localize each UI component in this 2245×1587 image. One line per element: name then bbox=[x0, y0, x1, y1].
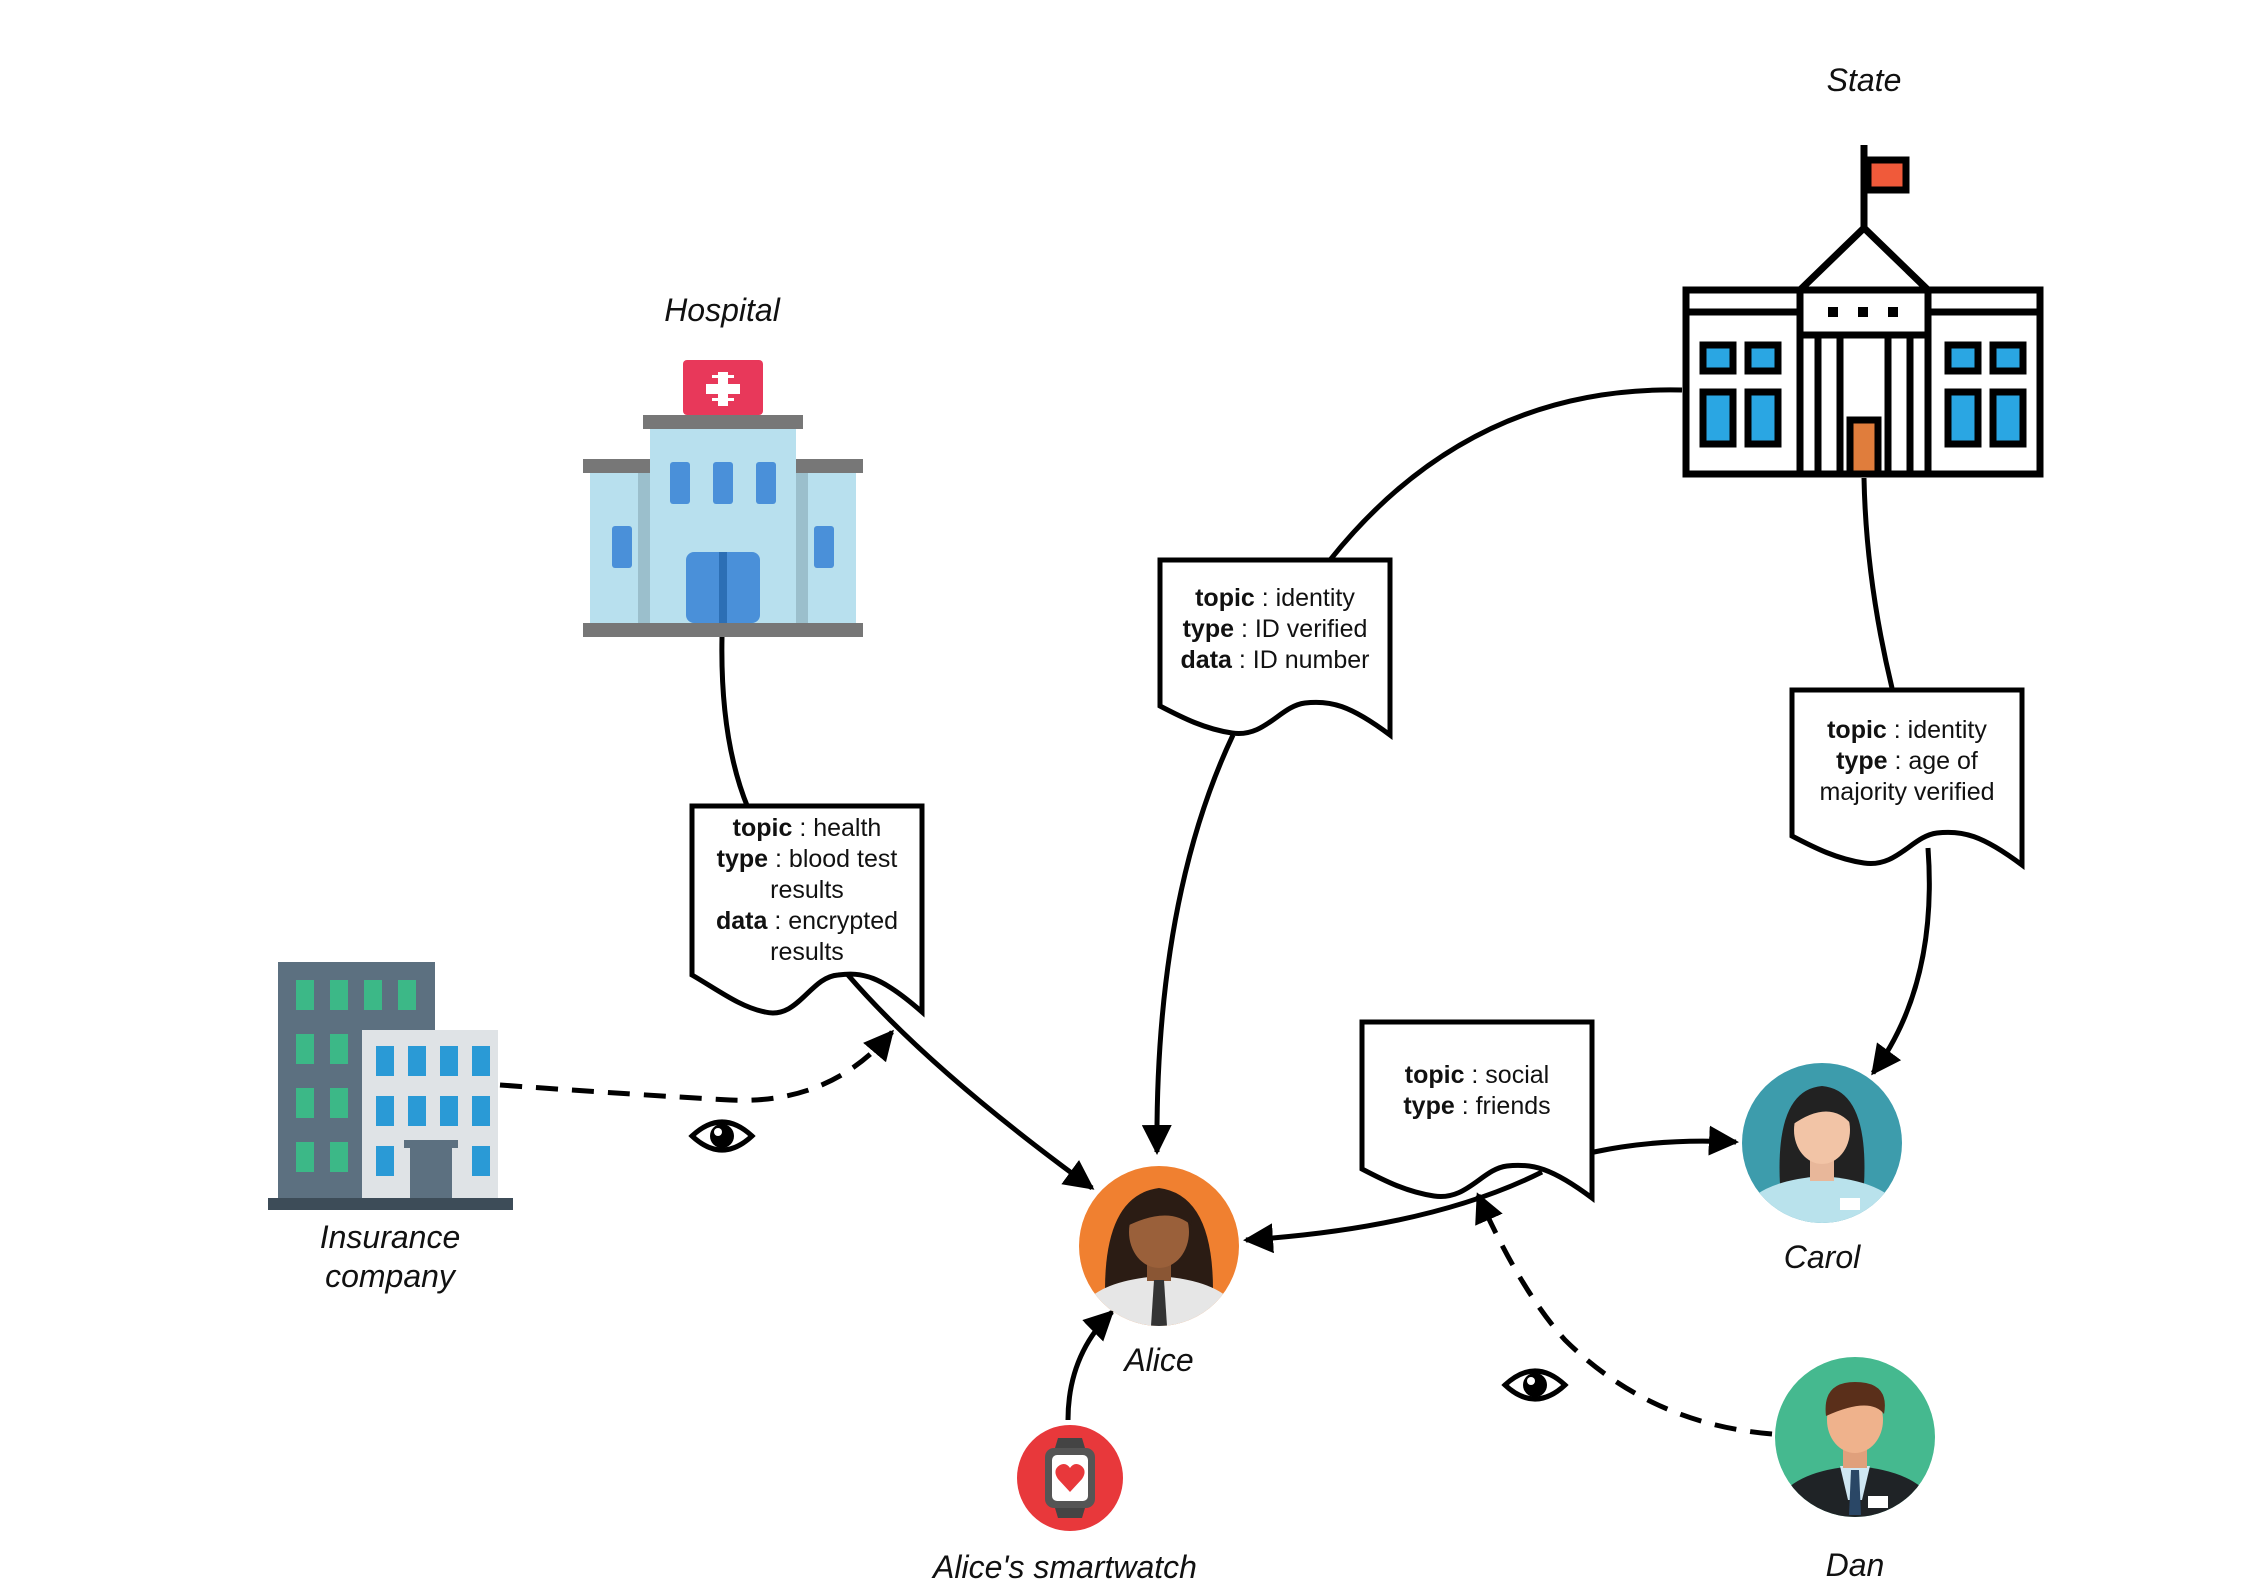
message-field-value: : social bbox=[1464, 1061, 1549, 1089]
message-field-key: type bbox=[1403, 1092, 1455, 1120]
edge-carol-to-social-message bbox=[1593, 1125, 1739, 1156]
state-label: State bbox=[1827, 62, 1902, 98]
smartwatch-label: Alice's smartwatch bbox=[931, 1549, 1197, 1585]
man-avatar-icon bbox=[1775, 1357, 1935, 1517]
woman-avatar-icon bbox=[1742, 1063, 1902, 1223]
message-field-value: : age of bbox=[1888, 747, 1978, 775]
message-field-value: : friends bbox=[1455, 1092, 1551, 1120]
message-identity-carol-text: topic : identity type : age of majority ve… bbox=[1819, 716, 1994, 806]
smartwatch-heart-icon bbox=[1017, 1425, 1123, 1531]
message-field-key: topic bbox=[733, 814, 793, 842]
edge-hospital-to-health-message bbox=[719, 636, 751, 809]
message-social-text: topic : social type : friends bbox=[1403, 1061, 1550, 1120]
office-building-icon bbox=[268, 962, 513, 1210]
message-field-value: majority verified bbox=[1819, 778, 1994, 806]
edge-age-message-to-carol bbox=[1870, 847, 1932, 1076]
message-field-key: topic bbox=[1827, 716, 1887, 744]
message-field-value: results bbox=[770, 938, 844, 966]
edge-dan-observes-social bbox=[1475, 1192, 1773, 1437]
edge-social-message-to-alice bbox=[1243, 1169, 1544, 1254]
message-field-key: topic bbox=[1405, 1061, 1465, 1089]
message-field-value: : ID verified bbox=[1234, 615, 1367, 643]
message-field-value: : identity bbox=[1255, 584, 1356, 612]
message-field-key: type bbox=[717, 845, 769, 873]
message-social: topic : social type : friends bbox=[1359, 1019, 1595, 1203]
message-identity-carol: topic : identity type : age of majority ve… bbox=[1789, 687, 2025, 870]
message-field-value: : encrypted bbox=[767, 907, 898, 935]
dan-label: Dan bbox=[1826, 1547, 1885, 1583]
government-building-icon bbox=[1682, 145, 2044, 478]
message-document-shape bbox=[1789, 687, 2025, 870]
message-field-key: type bbox=[1836, 747, 1888, 775]
carol-label: Carol bbox=[1784, 1239, 1861, 1275]
connectors bbox=[499, 387, 1932, 1437]
message-field-key: type bbox=[1183, 615, 1235, 643]
message-field-value: : identity bbox=[1887, 716, 1988, 744]
insurance-label-line1: Insurance bbox=[320, 1219, 461, 1255]
eye-icon bbox=[688, 1119, 756, 1153]
hospital-label: Hospital bbox=[664, 292, 781, 328]
woman-avatar-icon bbox=[1079, 1166, 1239, 1326]
edge-state-to-age-message bbox=[1861, 477, 1895, 689]
message-document-shape bbox=[1157, 557, 1393, 740]
eye-icon bbox=[1501, 1368, 1569, 1402]
message-field-value: : ID number bbox=[1232, 646, 1370, 674]
message-field-value: : blood test bbox=[768, 845, 897, 873]
hospital-building-icon bbox=[583, 360, 863, 637]
message-field-key: topic bbox=[1195, 584, 1255, 612]
message-field-key: data bbox=[716, 907, 769, 935]
edge-health-message-to-alice bbox=[846, 973, 1095, 1191]
message-field-value: : health bbox=[792, 814, 881, 842]
edge-insurance-observes-health bbox=[499, 1029, 894, 1103]
message-document-shape bbox=[1359, 1019, 1595, 1203]
alice-label: Alice bbox=[1122, 1342, 1193, 1378]
message-field-key: data bbox=[1181, 646, 1234, 674]
edge-state-to-identity-message bbox=[1328, 387, 1683, 562]
message-field-value: results bbox=[770, 876, 844, 904]
edge-identity-message-to-alice bbox=[1141, 733, 1236, 1155]
insurance-label-line2: company bbox=[325, 1258, 457, 1294]
message-document-shape bbox=[689, 803, 925, 1018]
edge-smartwatch-to-alice bbox=[1065, 1309, 1115, 1421]
